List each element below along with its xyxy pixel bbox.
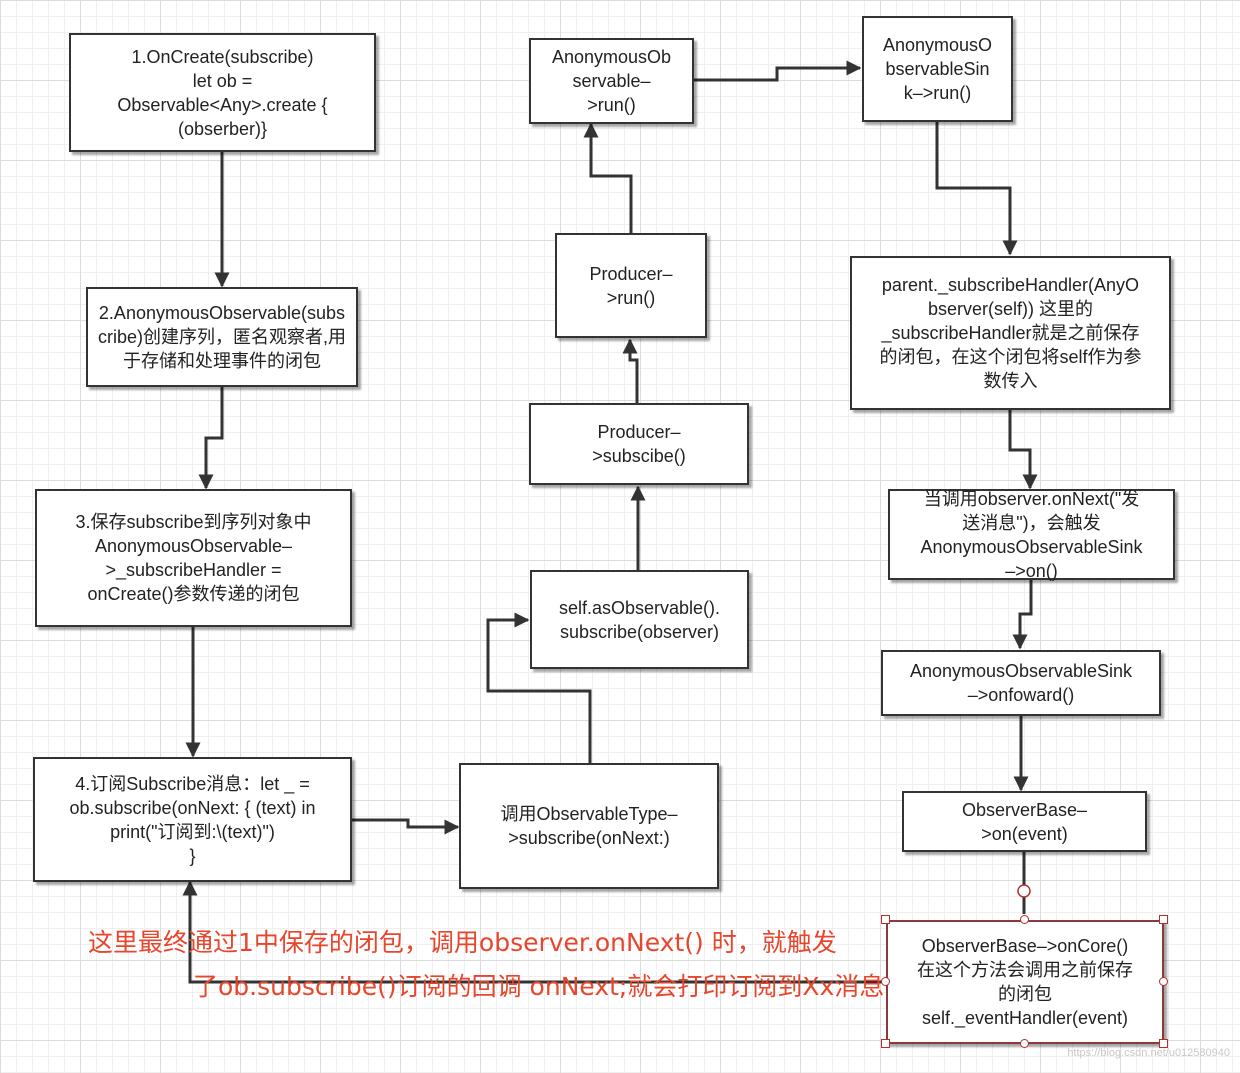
step-4-subscribe-message[interactable]: 4.订阅Subscribe消息：let _ = ob.subscribe(onN… bbox=[33, 757, 352, 882]
anonymous-observable-sink-run[interactable]: AnonymousO bservableSin k–>run() bbox=[862, 16, 1013, 122]
connector-handle-right[interactable] bbox=[1159, 977, 1168, 986]
arrow-5-to-6 bbox=[486, 612, 592, 763]
observer-base-oncore[interactable]: ObserverBase–>onCore() 在这个方法会调用之前保存 的闭包 … bbox=[886, 920, 1164, 1044]
connection-point-handle bbox=[1017, 884, 1031, 898]
resize-handle-top-right[interactable] bbox=[1159, 915, 1168, 924]
arrow-9-to-10 bbox=[694, 60, 862, 82]
annotation-line-1: 这里最终通过1中保存的闭包，调用observer.onNext() 时，就触发 bbox=[88, 928, 837, 957]
resize-handle-bottom-right[interactable] bbox=[1159, 1039, 1168, 1048]
step-2-anonymous-observable[interactable]: 2.AnonymousObservable(subscribe)创建序列，匿名观… bbox=[86, 287, 358, 387]
anonymous-observable-run[interactable]: AnonymousOb servable– >run() bbox=[529, 38, 694, 124]
arrow-4-to-5 bbox=[352, 818, 460, 835]
arrow-8-to-9 bbox=[583, 122, 633, 233]
arrow-7-to-8 bbox=[622, 338, 639, 403]
annotation-line-2: 了ob.subscribe()订阅的回调 onNext;就会打印订阅到Xx消息 bbox=[193, 972, 885, 1001]
arrow-10-to-11 bbox=[935, 122, 1018, 256]
arrow-15-to-4 bbox=[182, 880, 886, 984]
resize-handle-bottom-left[interactable] bbox=[881, 1039, 890, 1048]
producer-subscribe[interactable]: Producer– >subscibe() bbox=[529, 403, 749, 485]
resize-handle-top-left[interactable] bbox=[881, 915, 890, 924]
sink-onfoward[interactable]: AnonymousObservableSink –>onfoward() bbox=[881, 650, 1161, 716]
connector-handle-top[interactable] bbox=[1020, 915, 1029, 924]
arrow-2-to-3 bbox=[198, 387, 224, 490]
connector-handle-left[interactable] bbox=[881, 977, 890, 986]
connector-handle-bottom[interactable] bbox=[1020, 1039, 1029, 1048]
subscribe-handler-call[interactable]: parent._subscribeHandler(AnyO bserver(se… bbox=[850, 256, 1171, 410]
producer-run[interactable]: Producer– >run() bbox=[555, 233, 707, 338]
observable-type-subscribe[interactable]: 调用ObservableType– >subscribe(onNext:) bbox=[459, 763, 719, 889]
arrow-11-to-12 bbox=[1008, 410, 1038, 490]
observer-base-on[interactable]: ObserverBase– >on(event) bbox=[902, 791, 1147, 852]
as-observable-subscribe[interactable]: self.asObservable(). subscribe(observer) bbox=[530, 570, 749, 669]
arrow-12-to-13 bbox=[1012, 580, 1033, 650]
sink-on[interactable]: 当调用observer.onNext("发 送消息")，会触发 Anonymou… bbox=[888, 489, 1175, 581]
watermark: https://blog.csdn.net/u012580940 bbox=[1067, 1047, 1230, 1059]
step-3-save-subscribe[interactable]: 3.保存subscribe到序列对象中 AnonymousObservable–… bbox=[35, 489, 352, 627]
step-1-oncreate[interactable]: 1.OnCreate(subscribe) let ob = Observabl… bbox=[69, 33, 376, 152]
